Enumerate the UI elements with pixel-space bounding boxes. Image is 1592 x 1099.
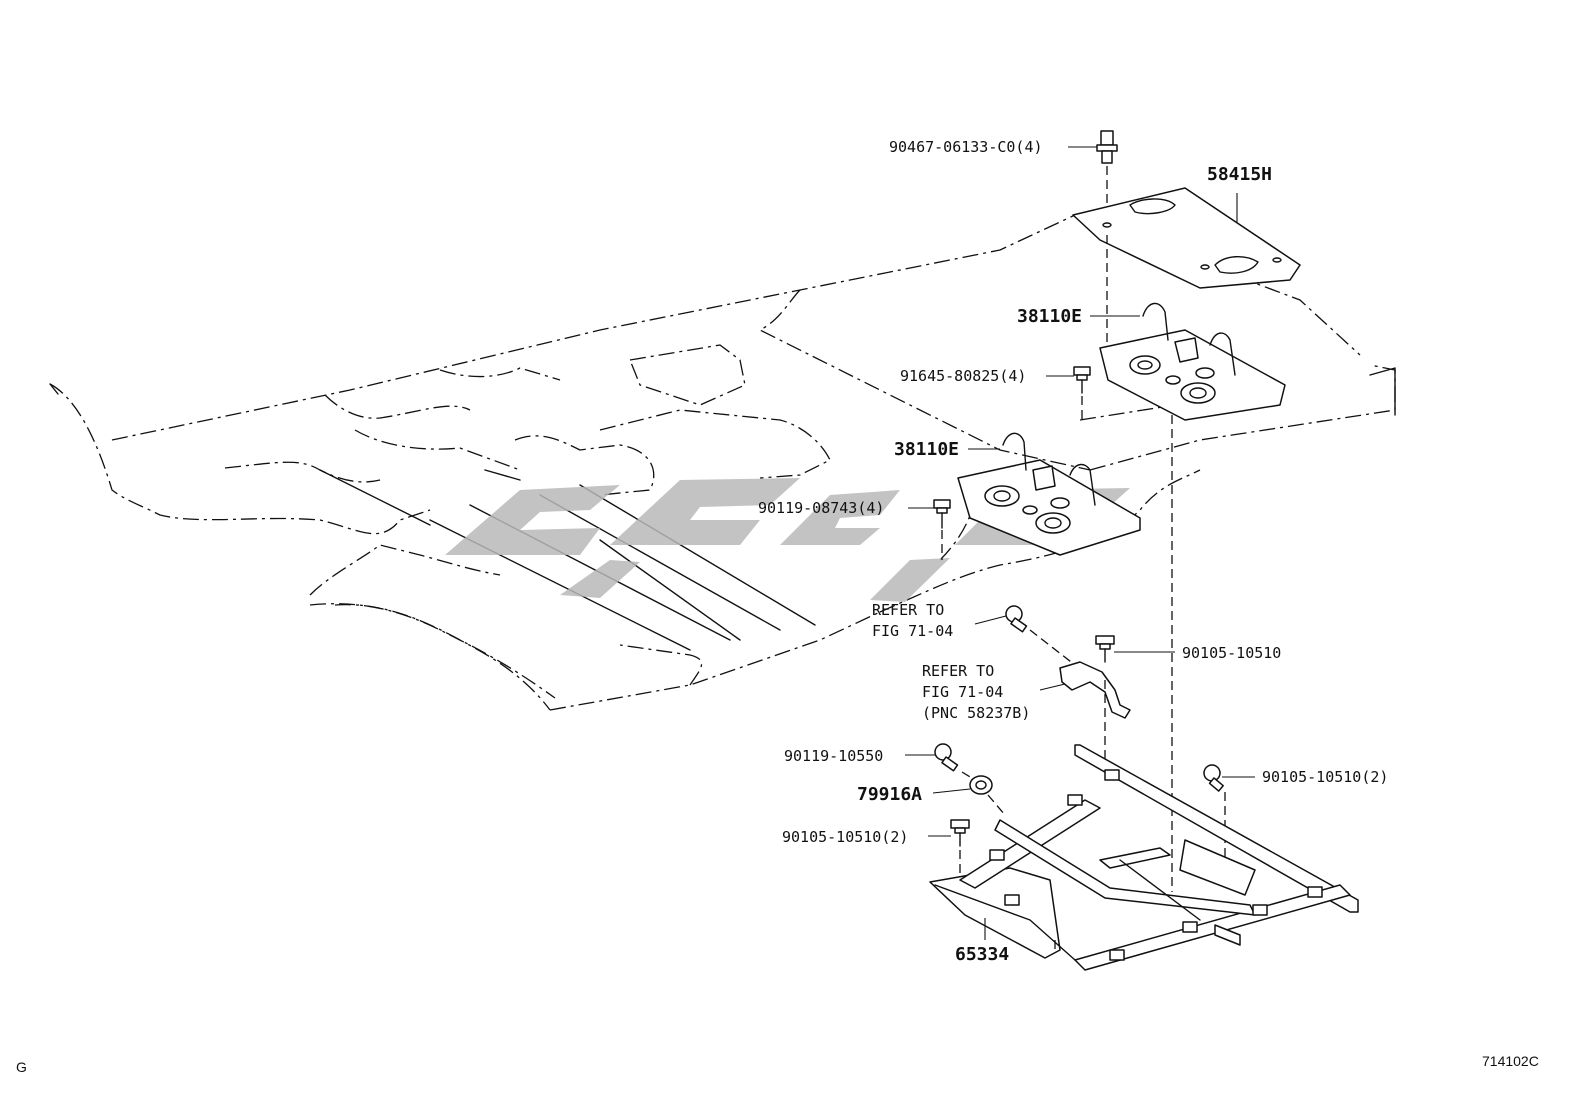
bolt-grommet <box>905 743 976 781</box>
label-refer-2-line3: (PNC 58237B) <box>922 704 1030 722</box>
label-refer-2-line2: FIG 71-04 <box>922 683 1003 701</box>
label-bolt-grommet: 90119-10550 <box>784 747 883 765</box>
label-bolt-left: 90105-10510(2) <box>782 828 908 846</box>
label-bolt-mid: 90105-10510 <box>1182 644 1281 662</box>
part-labels: 90467-06133-C0(4) 58415H 38110E 91645-80… <box>758 138 1388 965</box>
label-bolt-top: 90467-06133-C0(4) <box>889 138 1043 156</box>
cover-plate-part <box>1072 187 1301 350</box>
bolt-lower <box>908 499 951 560</box>
label-cover-plate: 58415H <box>1207 164 1272 185</box>
screw-upper <box>1046 366 1091 420</box>
label-refer-2-line1: REFER TO <box>922 662 994 680</box>
floor-pan-outline <box>49 214 1396 711</box>
label-bracket: 65334 <box>955 944 1009 965</box>
label-bolt-right: 90105-10510(2) <box>1262 768 1388 786</box>
clip-bolt-top <box>1068 130 1118 228</box>
label-refer-1-line1: REFER TO <box>872 601 944 619</box>
pump-upper-part <box>1090 302 1286 892</box>
label-screw-upper: 91645-80825(4) <box>900 367 1026 385</box>
grommet-part <box>932 775 1006 816</box>
corner-codes: G 714102C <box>16 1053 1539 1075</box>
corner-code-right: 714102C <box>1482 1053 1539 1069</box>
bolt-left <box>928 819 970 885</box>
label-pump-lower: 38110E <box>894 439 959 460</box>
label-refer-1-line2: FIG 71-04 <box>872 622 953 640</box>
refer-bolt-1 <box>974 605 1076 666</box>
label-bolt-lower: 90119-08743(4) <box>758 499 884 517</box>
bolt-mid <box>1095 635 1175 770</box>
bracket-frame-part <box>929 744 1359 971</box>
pump-lower-part <box>957 432 1141 556</box>
bolt-right <box>1203 764 1255 890</box>
bracket-small <box>1039 661 1131 719</box>
label-grommet: 79916A <box>857 784 922 805</box>
corner-code-left: G <box>16 1059 27 1075</box>
label-pump-upper: 38110E <box>1017 306 1082 327</box>
